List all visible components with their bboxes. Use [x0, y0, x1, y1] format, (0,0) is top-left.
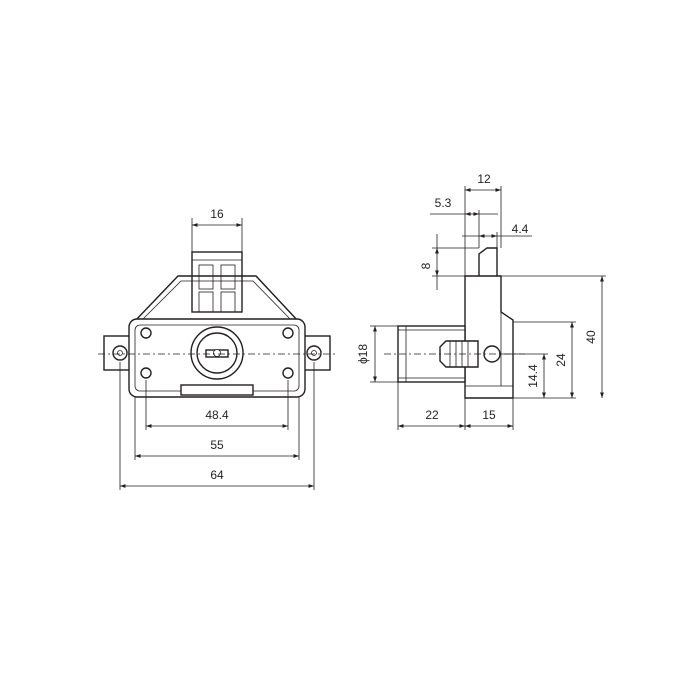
dim-label-overall-width: 64 [210, 468, 224, 482]
latch-bolt [191, 251, 243, 313]
dim-label-cylinder-length: 22 [425, 408, 439, 422]
dim-label-inner-width: 48.4 [205, 408, 229, 422]
dim-label-offset: 5.3 [435, 196, 452, 210]
dim-label-pin-width: 4.4 [512, 222, 529, 236]
dim-label-overall-height: 40 [584, 330, 598, 344]
side-body [464, 275, 514, 399]
front-view: 16 48.4 55 64 [98, 207, 336, 490]
bottom-tab [180, 384, 254, 396]
dim-label-top-width: 16 [210, 207, 224, 221]
screw-holes [140, 327, 294, 379]
housing-upper [133, 275, 300, 323]
dim-label-body-width: 55 [210, 438, 224, 452]
dim-label-top-step: 12 [477, 172, 491, 186]
latch-tongue [478, 247, 498, 276]
side-view: 12 5.3 4.4 8 ϕ18 22 15 14.4 24 40 [356, 172, 606, 430]
key-cylinder [190, 326, 244, 380]
lock-body [128, 318, 306, 398]
dim-label-body-height: 24 [554, 353, 568, 367]
dim-label-center-height: 14.4 [526, 364, 540, 388]
dim-label-cylinder-diameter: ϕ18 [356, 344, 370, 364]
dim-label-pin-height: 8 [419, 262, 433, 269]
dim-label-body-depth: 15 [482, 408, 496, 422]
